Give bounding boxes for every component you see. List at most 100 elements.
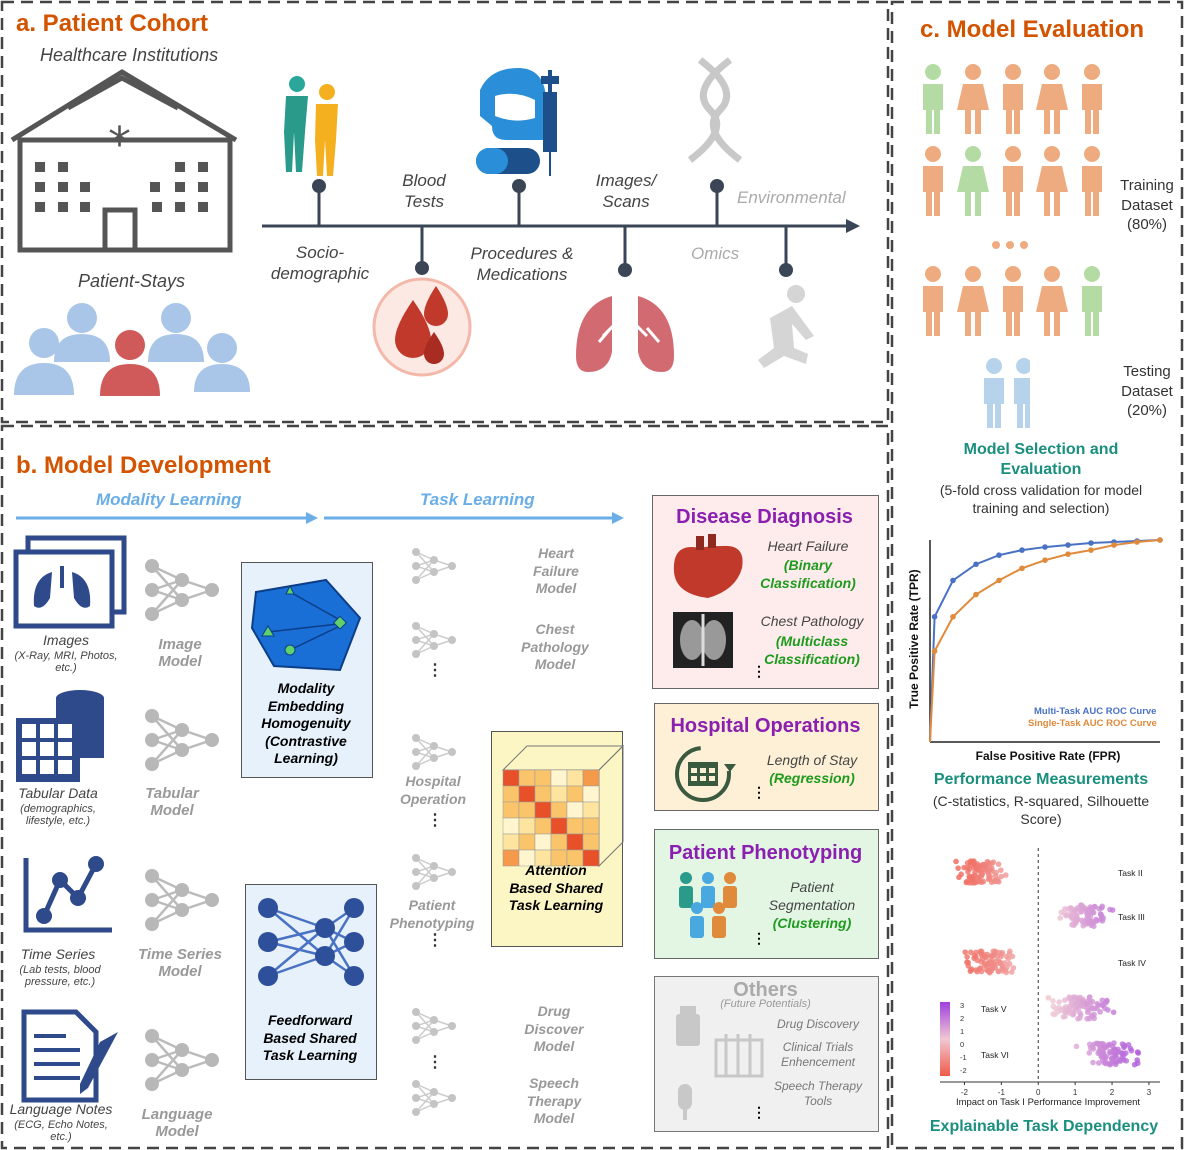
roc-point (996, 552, 1002, 558)
colorbar-tick-label: -1 (960, 1053, 967, 1062)
swarm-point (967, 859, 974, 866)
swarm-point (990, 948, 997, 955)
swarm-point (1097, 911, 1104, 918)
swarm-task-label: Task VI (981, 1050, 1009, 1060)
speech-therapy-model-label: Speech Therapy Model (526, 1075, 582, 1126)
swarm-point (1134, 1049, 1141, 1055)
person-icon (1084, 146, 1100, 162)
person-icon (1044, 64, 1060, 80)
clustering-label: (Clustering) (772, 915, 852, 931)
image-model-label: Image Model (158, 636, 202, 670)
section-c-title: c. Model Evaluation (920, 16, 1145, 43)
attention-label: Attention Based Shared Task Learning (508, 862, 604, 913)
swarm-tick-label: -2 (961, 1088, 969, 1097)
swarm-task-label: Task II (1118, 868, 1143, 878)
swarm-point (1050, 1011, 1056, 1017)
chest-pathology-label: Chest Pathology (760, 613, 864, 629)
swarm-tick-label: 0 (1036, 1088, 1041, 1097)
roc-point (950, 577, 956, 584)
swarm-point (986, 968, 993, 975)
swarm-tick-label: 1 (1073, 1088, 1078, 1097)
ellipsis-dot (1006, 241, 1014, 249)
swarm-point (1078, 902, 1085, 909)
swarm-point (973, 949, 979, 956)
person-icon (1082, 286, 1102, 336)
dna-icon (687, 57, 743, 163)
swarm-point (1113, 1054, 1120, 1060)
person-icon (925, 64, 941, 80)
swarm-point (1066, 1004, 1073, 1010)
swarm-point (1097, 1009, 1103, 1015)
institutions-label: Healthcare Institutions (40, 45, 219, 65)
person-icon-mask (1030, 355, 1050, 435)
time-series-icon (23, 856, 112, 933)
exercise-icon (758, 285, 814, 368)
swarm-point (993, 869, 999, 876)
swarm-point (990, 859, 997, 865)
test-tubes-icon (714, 1034, 764, 1078)
swarm-point (968, 873, 975, 880)
roc-point (1157, 537, 1163, 543)
blood-tests-label: Blood Tests (402, 171, 446, 211)
swarm-point (963, 879, 970, 886)
swarm-point (965, 868, 971, 875)
swarm-point (995, 861, 1002, 868)
swarm-point (1008, 969, 1015, 975)
chest-pathology-model-label: Chest Pathology Model (521, 621, 589, 672)
swarm-point (1080, 922, 1087, 929)
swarm-point (1134, 1057, 1141, 1063)
procedures-icon (476, 68, 559, 176)
swarm-point (1107, 906, 1113, 913)
language-model-label: Language Model (141, 1106, 213, 1140)
patient-stays-label: Patient-Stays (78, 271, 186, 291)
omics-label: Omics (691, 244, 740, 263)
swarm-point (975, 879, 982, 885)
ellipsis-phenotyping: ⋮ (752, 930, 766, 946)
swarm-point (1056, 999, 1062, 1005)
swarm-point (989, 957, 995, 963)
roc-series-line-1 (929, 539, 1161, 743)
swarm-tick-label: 3 (1147, 1088, 1152, 1097)
swarm-point (968, 949, 974, 956)
swarm-point (1061, 997, 1068, 1003)
roc-legend-single: Single-Task AUC ROC Curve (1028, 718, 1157, 729)
others-subtitle: (Future Potentials) (720, 998, 811, 1010)
ellipsis-operations: ⋮ (752, 784, 766, 800)
patient-phenotyping-model-label: Patient Phenotyping (389, 897, 475, 931)
input-images-name: Images (43, 632, 89, 648)
person-icon (1005, 64, 1021, 80)
swarm-point (1115, 1046, 1121, 1053)
swarm-point (998, 873, 1005, 880)
person-icon (1016, 358, 1032, 374)
swarm-point (1090, 909, 1096, 915)
swarm-tick-label: -1 (998, 1088, 1006, 1097)
swarm-point (1101, 1059, 1108, 1066)
person-icon (1044, 146, 1060, 162)
drug-discovery-label: Drug Discovery (776, 1017, 860, 1031)
model-selection-subtitle: (5-fold cross validation for model train… (939, 482, 1143, 516)
swarm-point (1010, 965, 1017, 971)
language-notes-icon (21, 1009, 118, 1103)
clinical-trials-label: Clinical Trials Enhencement (780, 1040, 856, 1069)
roc-point (1042, 557, 1048, 563)
swarm-point (995, 968, 1002, 975)
swarm-point (984, 951, 991, 958)
swarm-point (1094, 1040, 1101, 1047)
roc-point (1111, 542, 1117, 548)
ellipsis-4: ⋮ (427, 1054, 443, 1071)
person-icon (965, 146, 981, 162)
colorbar-tick-label: 2 (960, 1014, 964, 1023)
roc-point (1065, 551, 1071, 557)
roc-point (1088, 540, 1094, 546)
task-learning-label: Task Learning (420, 490, 535, 509)
swarm-point (1077, 1010, 1083, 1016)
hospital-operations-box (654, 703, 879, 811)
swarm-point (1123, 1050, 1129, 1056)
swarm-point (997, 959, 1003, 966)
person-icon (923, 84, 943, 134)
